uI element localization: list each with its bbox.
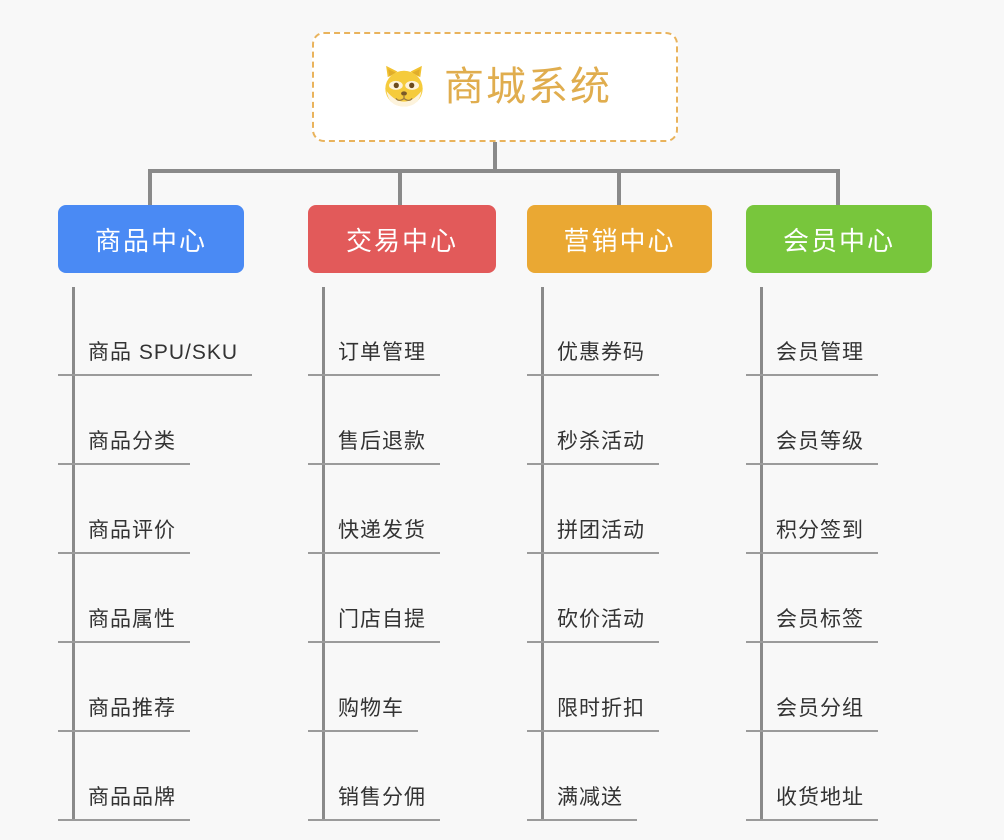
leaf-label: 会员分组 bbox=[776, 697, 864, 720]
leaf-label: 积分签到 bbox=[776, 519, 864, 542]
connector-drop-2 bbox=[398, 169, 402, 205]
leaf-label: 快递发货 bbox=[338, 519, 426, 542]
connector-root-stem bbox=[493, 142, 497, 172]
leaf-label: 商品评价 bbox=[88, 519, 176, 542]
leaf-label: 商品推荐 bbox=[88, 697, 176, 720]
leaf-list-marketing: 优惠券码 秒杀活动 拼团活动 砍价活动 限时折扣 满减送 bbox=[527, 287, 727, 821]
list-item[interactable]: 会员等级 bbox=[746, 376, 946, 465]
category-box-member[interactable]: 会员中心 bbox=[746, 205, 932, 273]
list-item[interactable]: 售后退款 bbox=[308, 376, 508, 465]
leaf-label: 满减送 bbox=[557, 786, 623, 809]
list-item[interactable]: 优惠券码 bbox=[527, 287, 727, 376]
list-item[interactable]: 会员分组 bbox=[746, 643, 946, 732]
leaf-trunk-line bbox=[322, 287, 325, 821]
list-item[interactable]: 限时折扣 bbox=[527, 643, 727, 732]
leaf-label: 会员标签 bbox=[776, 608, 864, 631]
list-item[interactable]: 秒杀活动 bbox=[527, 376, 727, 465]
leaf-label: 秒杀活动 bbox=[557, 430, 645, 453]
category-label: 商品中心 bbox=[94, 225, 207, 256]
leaf-label: 会员等级 bbox=[776, 430, 864, 453]
category-box-product[interactable]: 商品中心 bbox=[58, 205, 244, 273]
leaf-label: 拼团活动 bbox=[557, 519, 645, 542]
branch-column-member: 会员中心 会员管理 会员等级 积分签到 会员标签 会员分组 bbox=[746, 205, 946, 821]
leaf-label: 砍价活动 bbox=[557, 608, 645, 631]
list-item[interactable]: 会员管理 bbox=[746, 287, 946, 376]
list-item[interactable]: 门店自提 bbox=[308, 554, 508, 643]
list-item[interactable]: 拼团活动 bbox=[527, 465, 727, 554]
list-item[interactable]: 销售分佣 bbox=[308, 732, 508, 821]
leaf-label: 商品分类 bbox=[88, 430, 176, 453]
leaf-label: 优惠券码 bbox=[557, 341, 645, 364]
category-box-trade[interactable]: 交易中心 bbox=[308, 205, 496, 273]
list-item[interactable]: 商品推荐 bbox=[58, 643, 278, 732]
leaf-label: 门店自提 bbox=[338, 608, 426, 631]
leaf-label: 销售分佣 bbox=[338, 786, 426, 809]
category-label: 交易中心 bbox=[345, 225, 458, 256]
list-item[interactable]: 购物车 bbox=[308, 643, 508, 732]
list-item[interactable]: 商品分类 bbox=[58, 376, 278, 465]
leaf-list-trade: 订单管理 售后退款 快递发货 门店自提 购物车 销售分佣 bbox=[308, 287, 508, 821]
leaf-trunk-line bbox=[541, 287, 544, 821]
leaf-label: 订单管理 bbox=[338, 341, 426, 364]
list-item[interactable]: 商品 SPU/SKU bbox=[58, 287, 278, 376]
leaf-label: 限时折扣 bbox=[557, 697, 645, 720]
category-box-marketing[interactable]: 营销中心 bbox=[527, 205, 712, 273]
category-label: 会员中心 bbox=[782, 225, 895, 256]
list-item[interactable]: 满减送 bbox=[527, 732, 727, 821]
leaf-label: 商品 SPU/SKU bbox=[88, 341, 239, 364]
connector-horizontal-bus bbox=[150, 169, 839, 173]
list-item[interactable]: 收货地址 bbox=[746, 732, 946, 821]
leaf-label: 购物车 bbox=[338, 697, 404, 720]
branch-column-marketing: 营销中心 优惠券码 秒杀活动 拼团活动 砍价活动 限时折扣 bbox=[527, 205, 727, 821]
list-item[interactable]: 商品评价 bbox=[58, 465, 278, 554]
branch-column-product: 商品中心 商品 SPU/SKU 商品分类 商品评价 商品属性 商品推荐 bbox=[58, 205, 278, 821]
leaf-label: 商品品牌 bbox=[88, 786, 176, 809]
connector-drop-3 bbox=[617, 169, 621, 205]
category-label: 营销中心 bbox=[563, 225, 676, 256]
list-item[interactable]: 快递发货 bbox=[308, 465, 508, 554]
leaf-list-product: 商品 SPU/SKU 商品分类 商品评价 商品属性 商品推荐 商品品牌 bbox=[58, 287, 278, 821]
list-item[interactable]: 会员标签 bbox=[746, 554, 946, 643]
leaf-label: 售后退款 bbox=[338, 430, 426, 453]
leaf-label: 商品属性 bbox=[88, 608, 176, 631]
leaf-trunk-line bbox=[72, 287, 75, 821]
list-item[interactable]: 砍价活动 bbox=[527, 554, 727, 643]
root-node[interactable]: 商城系统 bbox=[312, 32, 678, 142]
connector-drop-1 bbox=[148, 169, 152, 205]
leaf-label: 会员管理 bbox=[776, 341, 864, 364]
leaf-label: 收货地址 bbox=[776, 786, 864, 809]
branch-column-trade: 交易中心 订单管理 售后退款 快递发货 门店自提 购物车 bbox=[308, 205, 508, 821]
leaf-list-member: 会员管理 会员等级 积分签到 会员标签 会员分组 收货地址 bbox=[746, 287, 946, 821]
list-item[interactable]: 订单管理 bbox=[308, 287, 508, 376]
list-item[interactable]: 商品品牌 bbox=[58, 732, 278, 821]
leaf-trunk-line bbox=[760, 287, 763, 821]
list-item[interactable]: 商品属性 bbox=[58, 554, 278, 643]
list-item[interactable]: 积分签到 bbox=[746, 465, 946, 554]
root-title: 商城系统 bbox=[444, 65, 612, 109]
shiba-dog-face-icon bbox=[378, 61, 430, 113]
connector-drop-4 bbox=[836, 169, 840, 205]
